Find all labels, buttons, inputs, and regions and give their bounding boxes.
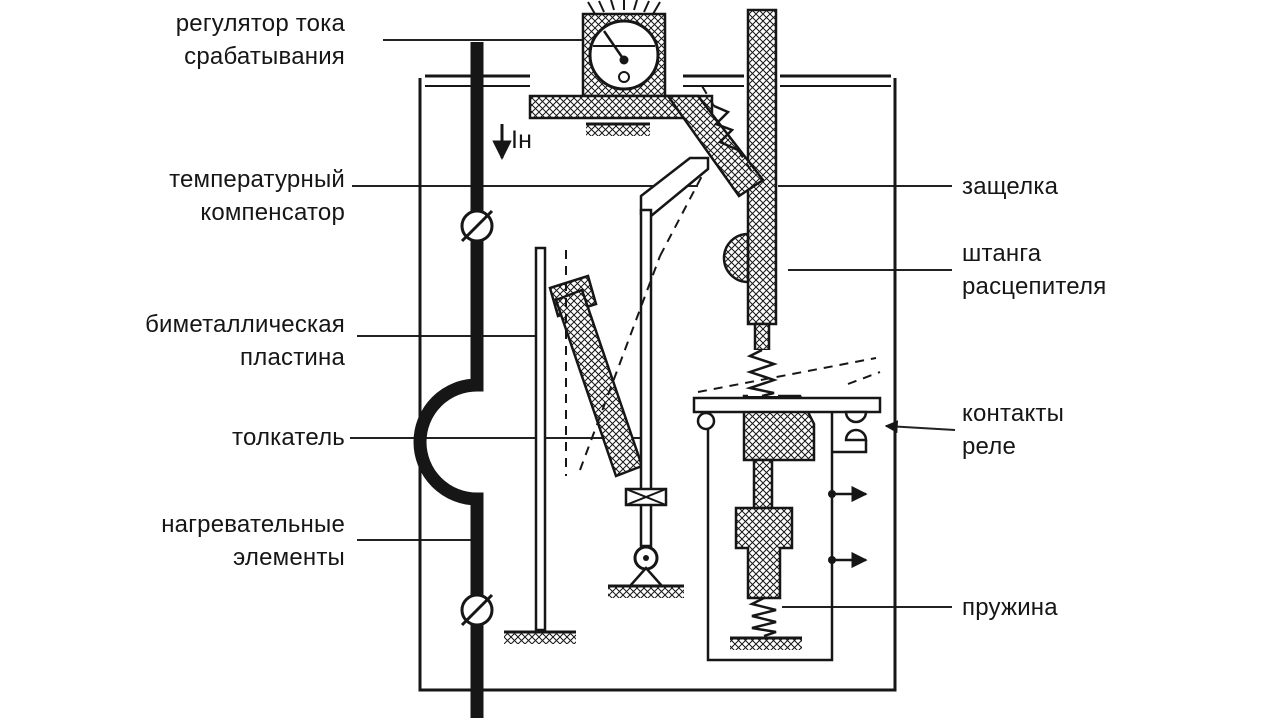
label-trip-rod: штанга расцепителя <box>962 240 1107 300</box>
slanted-lever <box>554 288 644 478</box>
trip-rod-base <box>730 636 802 650</box>
dial-face <box>588 19 660 91</box>
label-spring: пружина <box>962 594 1058 621</box>
trip-rod-upper-spring <box>745 348 778 398</box>
pusher-assembly <box>608 156 710 598</box>
label-relay-contacts: контакты реле <box>962 400 1065 460</box>
heating-element-symbol-bottom <box>460 593 494 627</box>
heating-element-symbol-top <box>460 209 494 243</box>
upper-contact <box>844 410 868 424</box>
label-heating-elements: нагревательные элементы <box>161 511 345 571</box>
label-current-regulator: регулятор тока срабатывания <box>175 10 345 70</box>
label-pusher: толкатель <box>232 424 345 451</box>
bimetal-plate-part <box>534 246 547 632</box>
label-bimetal-plate: биметаллическая пластина <box>145 311 345 371</box>
alternate-position-dashes <box>565 85 881 476</box>
trip-rod-lower-spring <box>748 596 777 638</box>
leader-lines <box>350 39 956 608</box>
label-rated-current: Iн <box>511 126 533 154</box>
label-temperature-compensator: температурный компенсатор <box>169 166 345 226</box>
current-regulator-dial <box>528 0 765 198</box>
heater-conductor <box>413 42 512 718</box>
contact-yoke <box>706 412 834 662</box>
trip-rod-part <box>722 8 816 600</box>
latch-spring-zigzag <box>713 104 739 152</box>
label-latch: защелка <box>962 173 1059 200</box>
terminal-arrows <box>828 485 868 569</box>
dial-scale-ticks <box>587 0 661 15</box>
lower-contact <box>844 428 868 442</box>
relay-contact-bridge <box>692 396 882 454</box>
dial-needle <box>602 30 626 61</box>
